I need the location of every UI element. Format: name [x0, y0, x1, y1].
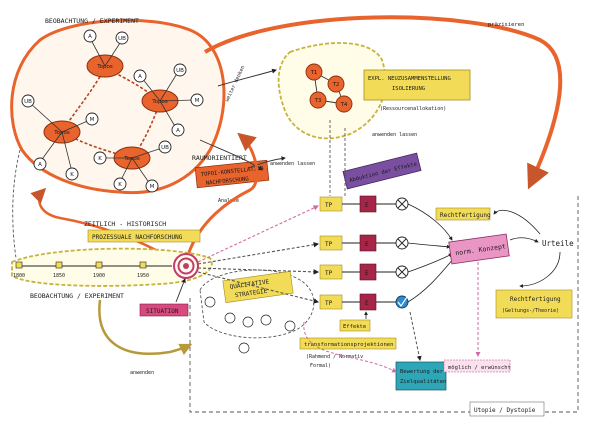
svg-text:BEOBACHTUNG / EXPERIMENT: BEOBACHTUNG / EXPERIMENT	[30, 292, 124, 300]
rechtfertigung-box	[435, 207, 491, 221]
svg-text:PROZESSUALE NACHFORSCHUNG: PROZESSUALE NACHFORSCHUNG	[92, 234, 183, 241]
rechtfertigung2-box	[495, 289, 573, 319]
rechtfertigung-label: Rechtfertigung	[440, 212, 491, 219]
svg-text:ISOLIERUNG: ISOLIERUNG	[392, 86, 425, 92]
moeglich-label: möglich / erwünscht	[448, 365, 511, 371]
cloud-to-timeline	[12, 149, 21, 259]
svg-text:UB: UB	[24, 99, 32, 105]
urteile-label: Urteile	[542, 239, 574, 248]
weiter-denken-label: weiter denken	[224, 65, 246, 103]
utopie-label: Utopie / Dystopie	[474, 407, 536, 414]
row-2: TP E	[319, 234, 409, 252]
svg-text:M: M	[150, 184, 155, 190]
cluster-node-t1: T1	[310, 70, 318, 76]
svg-text:UB: UB	[161, 145, 169, 151]
svg-text:E: E	[365, 241, 369, 248]
cluster-nodes	[305, 63, 353, 113]
arrow-weiter-denken	[217, 68, 277, 87]
svg-text:UB: UB	[176, 68, 184, 74]
situation-target	[173, 253, 199, 279]
year-1850: 1850	[53, 273, 65, 279]
svg-text:A: A	[176, 128, 180, 134]
vertical-links	[329, 120, 346, 196]
row-1: TP E	[319, 195, 409, 213]
arc-urteile-loop-2	[519, 251, 561, 288]
svg-text:K: K	[98, 156, 102, 162]
svg-text:E: E	[365, 270, 369, 277]
effekte-label: Effekte	[343, 324, 366, 330]
utopie-tag	[469, 401, 545, 417]
moeglich-box	[443, 359, 511, 373]
row-4: TP E	[319, 293, 409, 311]
svg-text:M: M	[195, 98, 200, 104]
explore-cluster: T1 T2 T3 T4	[277, 42, 387, 140]
svg-text:RAUMORIENTIERT: RAUMORIENTIERT	[192, 154, 247, 162]
situation-box	[139, 303, 189, 317]
arc-praezisieren	[203, 15, 563, 190]
transform-sub1: (Rahmend / Normativ	[306, 354, 363, 360]
anwenden-lassen-middle: anwenden lassen	[270, 161, 315, 167]
arc-urteile-loop	[493, 209, 541, 235]
svg-text:NACHFORSCHUNG: NACHFORSCHUNG	[206, 176, 249, 186]
svg-text:ZEITLICH - HISTORISCH: ZEITLICH - HISTORISCH	[84, 220, 166, 228]
pink-dashed	[303, 262, 481, 373]
svg-text:TP: TP	[325, 241, 333, 248]
transform-box	[299, 337, 397, 350]
year-1800: 1800	[13, 273, 25, 279]
cluster-node-t2: T2	[332, 82, 340, 88]
situation-rays	[197, 205, 320, 304]
svg-text:E: E	[365, 300, 369, 307]
praezisieren-label: präzisieren	[488, 22, 524, 28]
svg-text:(Ressourcenallokation): (Ressourcenallokation)	[380, 106, 446, 112]
year-1950: 1950	[137, 273, 149, 279]
svg-text:E: E	[365, 202, 369, 209]
svg-text:A: A	[88, 34, 92, 40]
qualitative-strategie-block: QUALITATIVE STRATEGIE	[199, 269, 315, 354]
year-1900: 1900	[93, 273, 105, 279]
svg-text:Topos: Topos	[96, 64, 113, 70]
svg-text:EXPL. NEUZUSAMMENSTELLUNG: EXPL. NEUZUSAMMENSTELLUNG	[368, 76, 451, 82]
svg-text:TP: TP	[325, 202, 333, 209]
circle-to-norm	[407, 203, 455, 303]
utopie-frame	[189, 196, 579, 413]
svg-text:TP: TP	[325, 300, 333, 307]
row-3: TP E	[319, 263, 409, 281]
anwenden-bottom-label: anwenden	[130, 370, 154, 376]
bewertung-line2: Zielqualitäten	[400, 379, 446, 385]
arrow-anwenden-middle	[247, 156, 286, 169]
rechtfertigung2-sub: (Geltungs-/Theorie)	[502, 308, 559, 314]
transform-sub2: Formal)	[310, 363, 331, 369]
arrow-anwenden-bottom	[98, 299, 193, 356]
arrow-situation-box	[175, 278, 186, 303]
situation-label: SITUATION	[146, 308, 179, 315]
svg-text:K: K	[118, 182, 122, 188]
cluster-node-t4: T4	[340, 102, 348, 108]
svg-text:M: M	[90, 117, 95, 123]
norm-konzept-box	[448, 233, 510, 265]
bewertung-box	[395, 361, 447, 391]
neuzusammenstellung-box: EXPL. NEUZUSAMMENSTELLUNG ISOLIERUNG (Re…	[363, 69, 471, 112]
arc-situation-left	[30, 187, 171, 260]
svg-text:TP: TP	[325, 270, 333, 277]
cloud-title: BEOBACHTUNG / EXPERIMENT	[45, 17, 139, 25]
arrow-norm-urteile	[509, 237, 539, 243]
satellite-nodes	[21, 29, 204, 193]
svg-text:K: K	[70, 172, 74, 178]
effekte-box	[339, 319, 371, 332]
satellite-labels: A UB UB A K M A UB M A K K M UB	[24, 34, 200, 190]
svg-text:UB: UB	[118, 36, 126, 42]
svg-text:Topos: Topos	[151, 99, 168, 105]
arc-situation-to-cloud	[186, 132, 259, 256]
rechtfertigung2-label: Rechtfertigung	[510, 296, 561, 303]
transform-label: transformationsprojektionen	[304, 342, 393, 348]
timeline-block: ZEITLICH - HISTORISCH PROZESSUALE NACHFO…	[11, 220, 213, 300]
svg-text:STRATEGIE: STRATEGIE	[235, 288, 269, 300]
bewertung-line1: Bewertung der	[400, 369, 444, 375]
anwenden-lassen-top: anwenden lassen	[372, 132, 417, 138]
svg-text:A: A	[38, 162, 42, 168]
svg-text:A: A	[138, 74, 142, 80]
cluster-node-t3: T3	[314, 98, 322, 104]
observation-cloud: BEOBACHTUNG / EXPERIMENT Topos Topos Top…	[10, 17, 226, 195]
